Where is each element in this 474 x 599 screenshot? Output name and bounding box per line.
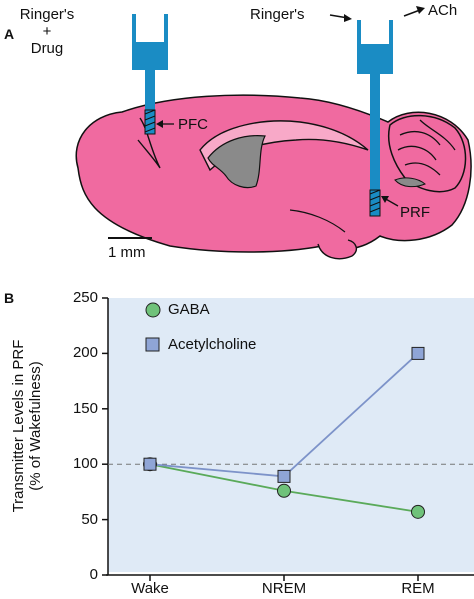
right-probe-label: Ringer's xyxy=(250,6,305,23)
acetylcholine-point xyxy=(411,346,425,360)
x-tick-label: REM xyxy=(401,580,435,597)
right-probe xyxy=(357,20,393,217)
y-tick-label: 250 xyxy=(72,289,98,306)
y-tick-label: 200 xyxy=(72,344,98,362)
plot-background xyxy=(108,298,474,572)
left-probe-label: Ringer's + Drug xyxy=(2,6,92,57)
left-probe-label-line3: Drug xyxy=(30,40,64,57)
prf-pointer xyxy=(381,196,399,207)
left-probe-label-line2: + xyxy=(42,23,52,40)
left-probe-label-line1: Ringer's xyxy=(19,6,75,23)
gaba-point xyxy=(411,504,425,519)
left-probe xyxy=(132,14,168,135)
y-tick-label: 0 xyxy=(89,566,98,583)
acetylcholine-point xyxy=(143,457,157,471)
y-tick-label: 100 xyxy=(72,455,98,473)
prf-label: PRF xyxy=(400,204,430,221)
pfc-pointer xyxy=(156,120,174,128)
outflow-arrow xyxy=(403,6,425,17)
legend-marker-gaba xyxy=(145,302,161,318)
x-tick-label: NREM xyxy=(261,580,307,597)
scale-label: 1 mm xyxy=(108,244,146,261)
pfc-label: PFC xyxy=(178,116,208,133)
legend-label-ach: Acetylcholine xyxy=(168,336,257,353)
y-tick-label: 50 xyxy=(81,510,98,528)
gaba-point xyxy=(277,483,291,498)
legend-label-gaba: GABA xyxy=(168,301,210,318)
outflow-label: ACh xyxy=(428,2,458,19)
y-tick-label: 150 xyxy=(72,399,98,417)
inflow-arrow xyxy=(329,14,352,22)
legend-marker-acetylcholine xyxy=(145,337,160,352)
brain-diagram xyxy=(75,6,472,260)
panel-a-letter: A xyxy=(4,26,15,42)
x-tick-label: Wake xyxy=(131,580,169,597)
acetylcholine-point xyxy=(277,469,291,483)
panel-b-letter: B xyxy=(4,290,15,306)
